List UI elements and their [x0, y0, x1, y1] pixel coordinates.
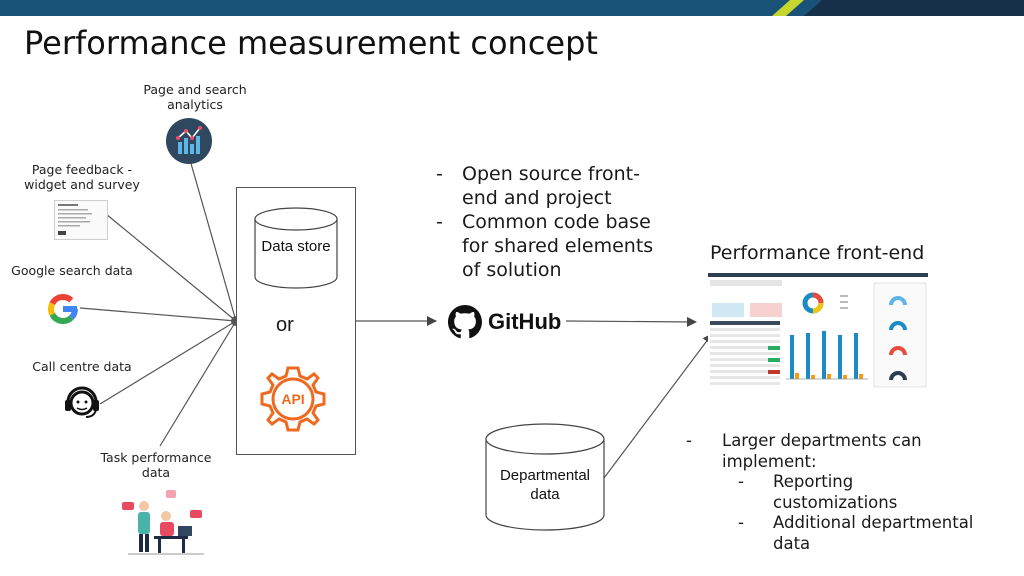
notes-sub-bullet-1: - Reporting customizations	[738, 472, 898, 512]
frontend-title: Performance front-end	[710, 242, 925, 264]
github-bullets: -Open source front-end and project -Comm…	[436, 162, 672, 282]
headset-icon	[62, 382, 102, 426]
api-label: API	[281, 391, 304, 407]
github-bullet-1: -Open source front-end and project	[436, 163, 640, 209]
google-icon	[44, 290, 82, 332]
top-banner	[0, 0, 1024, 16]
github-wordmark: GitHub	[488, 309, 562, 334]
google-label: Google search data	[11, 263, 133, 278]
dashboard-thumbnail	[708, 273, 928, 395]
feedback-label: Page feedback - widget and survey	[24, 162, 140, 192]
analytics-label: Page and search analytics	[143, 82, 247, 112]
or-label: or	[276, 314, 294, 336]
data-store-label: Data store	[261, 238, 331, 255]
task-illustration-icon	[118, 488, 214, 562]
notes-main-bullet: - Larger departments can implement:	[686, 431, 922, 471]
feedback-widget-icon	[54, 200, 108, 244]
notes-bullets: - Larger departments can implement: - Re…	[686, 431, 1006, 554]
notes-sub-bullet-2: - Additional departmental data	[738, 513, 974, 553]
callcentre-label: Call centre data	[32, 359, 132, 374]
departmental-cylinder	[485, 423, 605, 535]
github-icon	[448, 305, 482, 343]
data-store-cylinder	[254, 207, 338, 295]
departmental-label: Departmental data	[499, 467, 591, 503]
github-bullet-2: -Common code base for shared elements of…	[436, 211, 654, 281]
task-label: Task performance data	[100, 450, 212, 480]
api-gear-icon: API	[258, 364, 328, 438]
page-title: Performance measurement concept	[24, 24, 598, 62]
analytics-icon	[166, 118, 212, 168]
